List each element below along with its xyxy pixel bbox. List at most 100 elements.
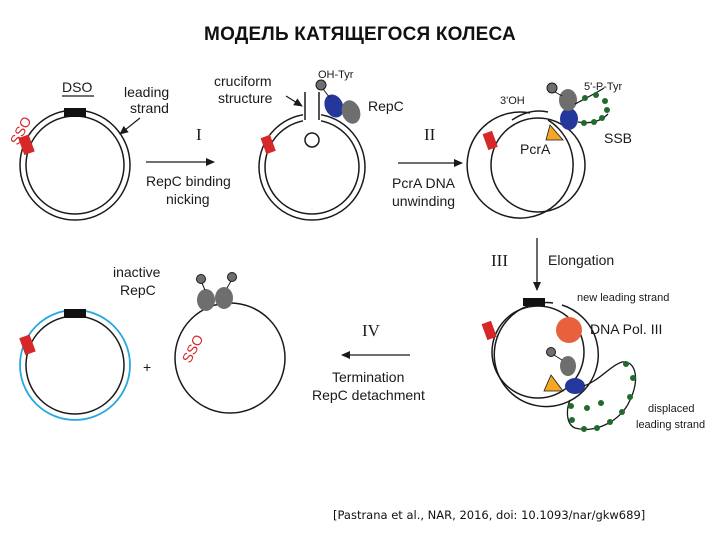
step-2-text-2: unwinding bbox=[392, 193, 455, 209]
ssb-bead bbox=[627, 394, 633, 400]
elongation-repc-blue bbox=[565, 378, 585, 394]
inactive-tyr-dot-right bbox=[227, 272, 237, 282]
sso-label-2: SSO bbox=[179, 332, 207, 366]
ssb-bead bbox=[594, 425, 600, 431]
elongation-repc-gray bbox=[560, 356, 576, 376]
leading-strand-label-1: leading bbox=[124, 84, 169, 100]
panel-plasmid-initial: DSO SSO leading strand bbox=[7, 79, 169, 221]
step-3-numeral: III bbox=[491, 251, 508, 270]
step-1-numeral: I bbox=[196, 125, 202, 144]
inactive-repc-label-2: RepC bbox=[120, 282, 156, 298]
cruciform-label-1: cruciform bbox=[214, 73, 272, 89]
diagram-title: МОДЕЛЬ КАТЯЩЕГОСЯ КОЛЕСА bbox=[204, 24, 516, 45]
ssb-bead bbox=[630, 375, 636, 381]
panel-elongation: new leading strand DNA Pol. III displace… bbox=[481, 292, 705, 432]
elongation-label: Elongation bbox=[548, 252, 614, 268]
plasmid-inner-ring bbox=[25, 115, 125, 215]
step-1: I RepC binding nicking bbox=[146, 125, 231, 207]
plasmid-outer-ring bbox=[19, 109, 131, 221]
unwinding-repc-gray bbox=[559, 89, 577, 111]
panel-cruciform: OH-Tyr RepC cruciform structure bbox=[214, 69, 404, 221]
ssb-bead bbox=[593, 92, 599, 98]
step-4: IV Termination RepC detachment bbox=[312, 321, 425, 403]
ssb-bead bbox=[602, 98, 608, 104]
leading-strand-label-2: strand bbox=[130, 100, 169, 116]
ssb-bead bbox=[569, 417, 575, 423]
ssb-bead bbox=[584, 405, 590, 411]
inactive-repc-label-1: inactive bbox=[113, 264, 161, 280]
ssb-bead bbox=[599, 115, 605, 121]
three-oh-end bbox=[511, 110, 549, 121]
new-plasmid-dso-marker bbox=[64, 309, 86, 318]
step-1-text-1: RepC binding bbox=[146, 173, 231, 189]
dna-pol-iii bbox=[556, 317, 582, 343]
ssb-bead bbox=[598, 400, 604, 406]
step-3: III Elongation bbox=[491, 238, 614, 291]
plus-sign: + bbox=[143, 359, 151, 375]
inactive-repc-left bbox=[197, 289, 215, 311]
repc-label: RepC bbox=[368, 98, 404, 114]
new-plasmid-new-strand bbox=[19, 309, 131, 421]
three-oh-label: 3'OH bbox=[500, 95, 525, 107]
ssb-beads bbox=[581, 92, 610, 126]
unwinding-inner-ring bbox=[490, 117, 586, 213]
ssb-bead bbox=[568, 403, 574, 409]
five-p-tyr-label: 5'-P-Tyr bbox=[584, 81, 622, 93]
ssb-bead bbox=[619, 409, 625, 415]
cruciform-arrow bbox=[285, 95, 303, 107]
elongation-outer-arc bbox=[493, 301, 600, 408]
displaced-strand-label-1: displaced bbox=[648, 403, 694, 415]
ssb-label: SSB bbox=[604, 130, 632, 146]
dso-label: DSO bbox=[62, 79, 92, 95]
elongation-sso-marker bbox=[481, 320, 497, 341]
inactive-tyr-link-right bbox=[226, 280, 232, 289]
elongation-tyr-dot bbox=[546, 347, 556, 357]
step-4-text-2: RepC detachment bbox=[312, 387, 425, 403]
ssb-bead bbox=[607, 419, 613, 425]
dna-pol-label: DNA Pol. III bbox=[590, 321, 662, 337]
cruciform-plasmid-outer bbox=[258, 113, 366, 221]
ssb-bead bbox=[591, 119, 597, 125]
unwinding-outer-arc bbox=[466, 111, 574, 219]
unwinding-tyr-dot bbox=[546, 82, 558, 94]
cruciform-label-2: structure bbox=[218, 90, 273, 106]
unwinding-repc-blue bbox=[560, 108, 578, 130]
new-plasmid-sso-marker bbox=[19, 334, 36, 356]
pcra-triangle bbox=[545, 124, 564, 141]
cruciform-stem bbox=[304, 92, 320, 120]
sso-marker bbox=[18, 134, 35, 156]
leading-strand-arrow bbox=[119, 117, 141, 135]
step-2-text-1: PcrA DNA bbox=[392, 175, 456, 191]
new-leading-strand-label: new leading strand bbox=[577, 292, 669, 304]
oh-tyr-label: OH-Tyr bbox=[318, 69, 354, 81]
panel-unwinding: 3'OH 5'-P-Tyr PcrA SSB bbox=[466, 81, 632, 219]
ssb-bead bbox=[604, 107, 610, 113]
step-4-text-1: Termination bbox=[332, 369, 404, 385]
pcra-label: PcrA bbox=[520, 141, 551, 157]
elongation-displaced-strand bbox=[566, 361, 637, 430]
step-2: II PcrA DNA unwinding bbox=[392, 125, 463, 209]
inactive-repc-right bbox=[215, 287, 233, 309]
inactive-tyr-dot-left bbox=[196, 274, 206, 284]
citation: [Pastrana et al., NAR, 2016, doi: 10.109… bbox=[333, 508, 646, 522]
ssb-bead bbox=[581, 120, 587, 126]
inactive-tyr-link-left bbox=[201, 282, 206, 291]
ssb-bead bbox=[623, 361, 629, 367]
elongation-pcra-triangle bbox=[543, 374, 564, 392]
ssb-bead bbox=[582, 95, 588, 101]
repc-gray-subunit bbox=[341, 100, 361, 124]
step-1-text-2: nicking bbox=[166, 191, 210, 207]
oh-tyr-link bbox=[322, 88, 331, 99]
step-2-numeral: II bbox=[424, 125, 436, 144]
dso-marker bbox=[64, 108, 86, 117]
unwinding-sso-marker bbox=[482, 130, 498, 151]
elongation-tyr-link bbox=[553, 354, 563, 361]
elongation-ssb-beads bbox=[568, 361, 636, 432]
displaced-strand-label-2: leading strand bbox=[636, 419, 705, 431]
cruciform-sso-marker bbox=[260, 134, 276, 155]
cruciform-gap-cover bbox=[303, 105, 321, 127]
elongation-dso-marker bbox=[523, 298, 545, 306]
unwinding-tyr-link bbox=[554, 91, 563, 97]
new-plasmid-inner-ring bbox=[25, 315, 125, 415]
